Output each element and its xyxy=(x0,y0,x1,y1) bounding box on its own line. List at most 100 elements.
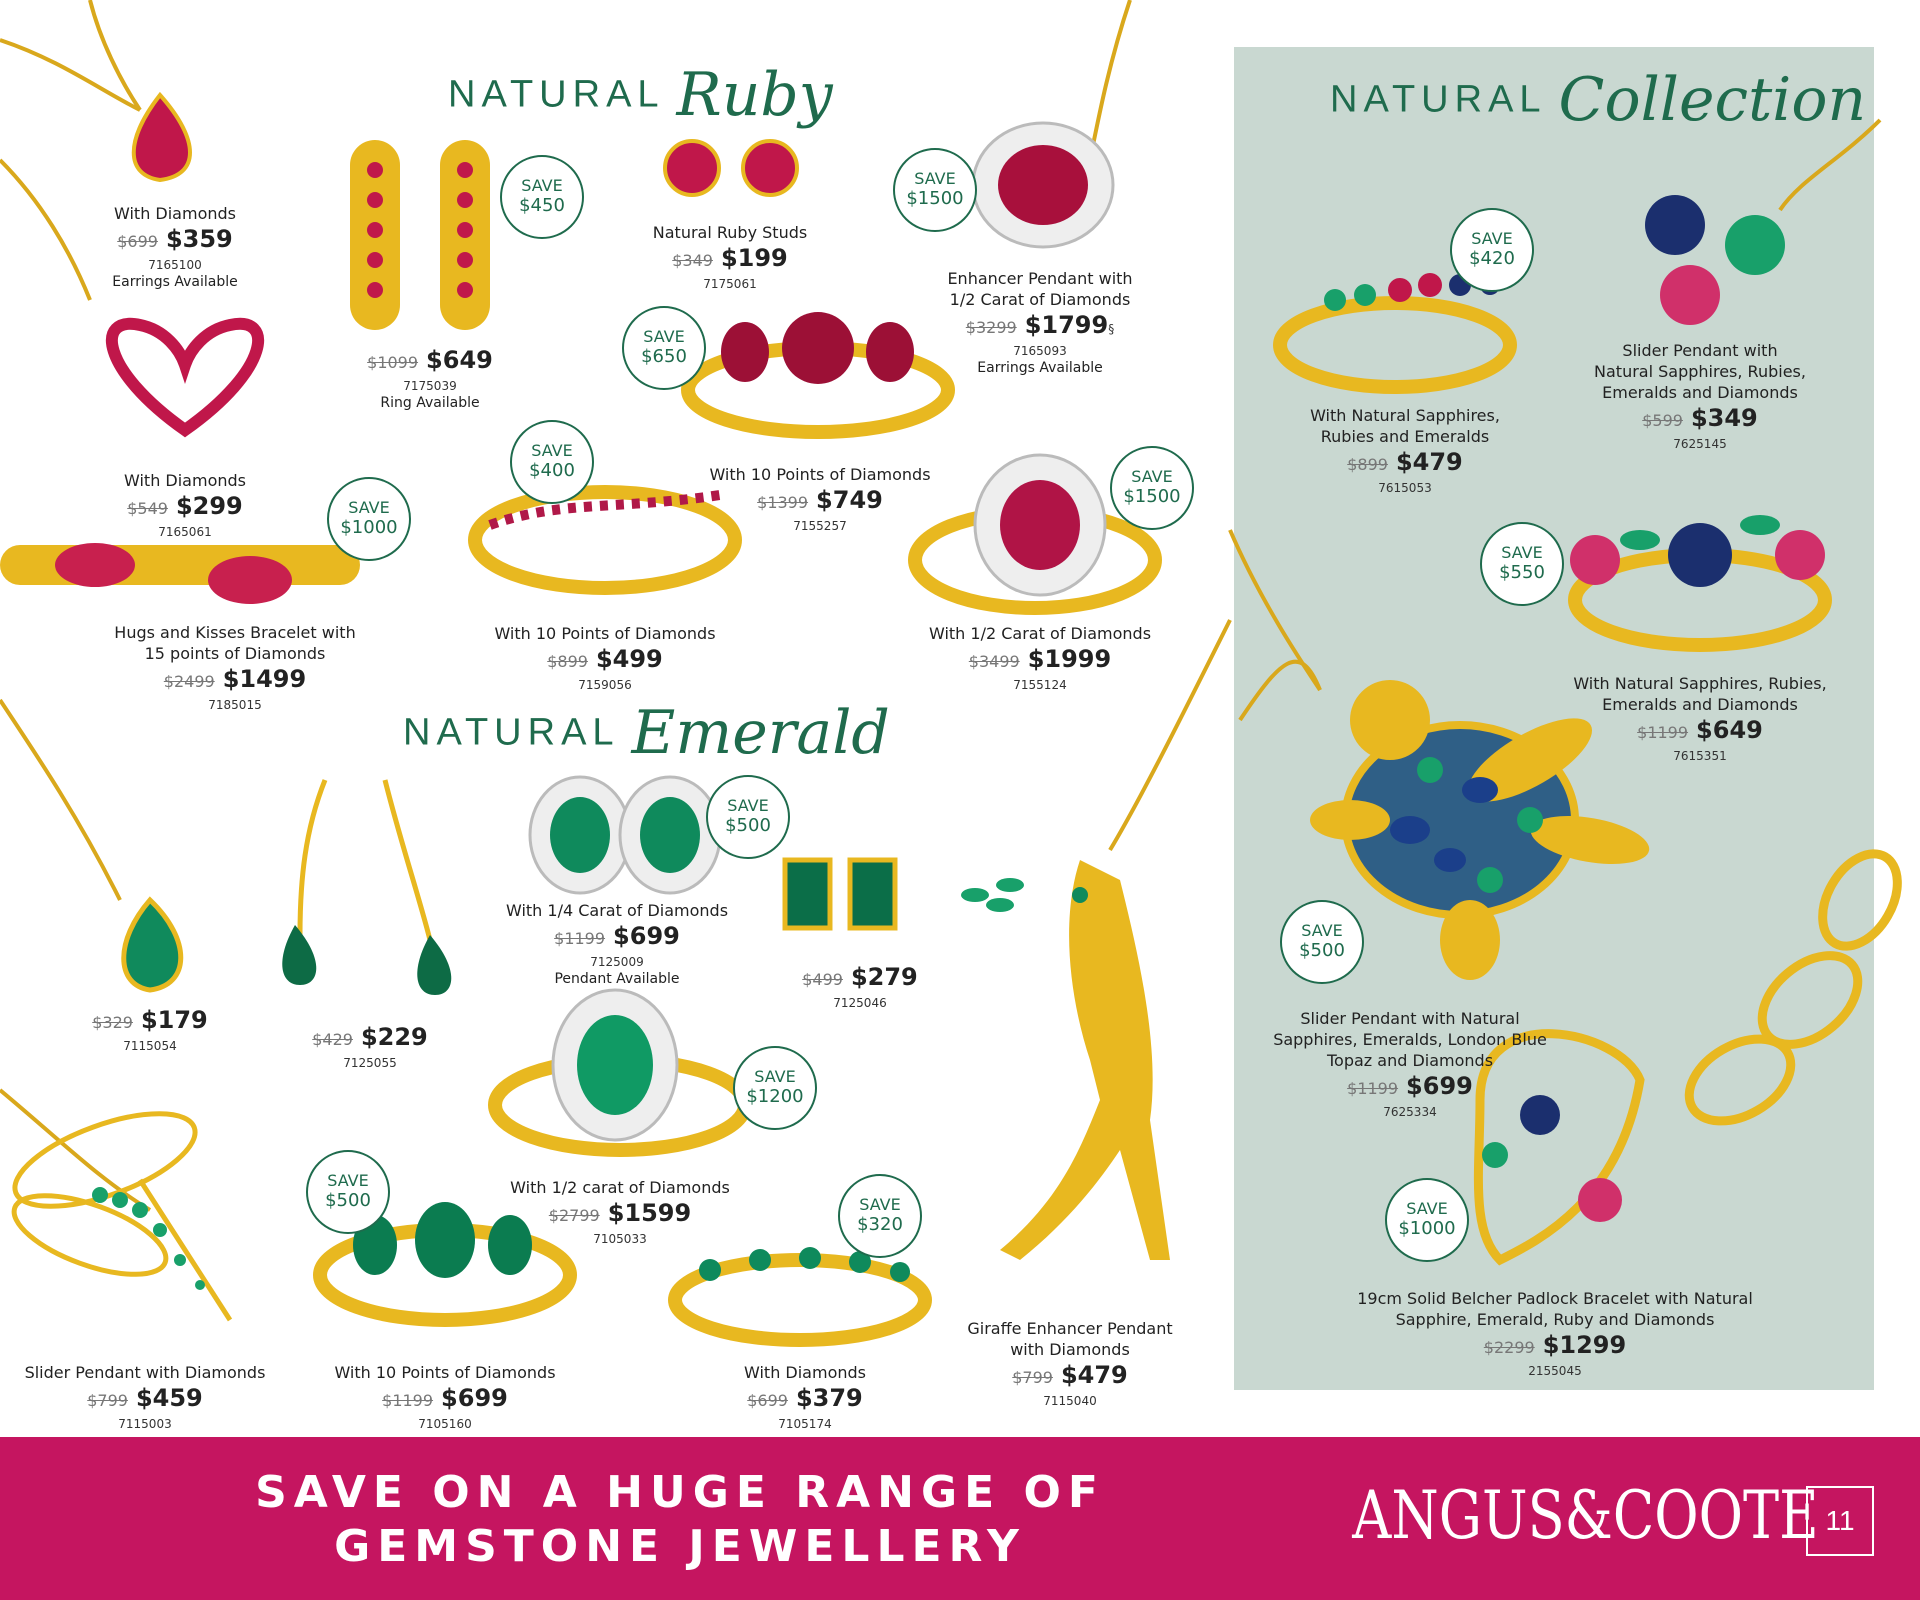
product-name-line2: 15 points of Diamonds xyxy=(144,644,326,663)
giraffe-pendant xyxy=(1000,860,1170,1260)
banner-slogan-line2: GEMSTONE JEWELLERY xyxy=(334,1521,1026,1572)
product-code: 7125055 xyxy=(343,1056,397,1070)
save-badge-emerald-halo-ring: SAVE$1200 xyxy=(733,1046,817,1130)
sale-price: $199 xyxy=(720,244,788,272)
product-ruby-cluster-ring[interactable]: With 1/2 Carat of Diamonds $3499$1999 71… xyxy=(910,623,1170,693)
was-price: $499 xyxy=(802,970,843,989)
sale-price: $499 xyxy=(595,645,663,673)
product-emerald-halo-ring[interactable]: With 1/2 carat of Diamonds $2799$1599 71… xyxy=(490,1177,750,1247)
product-prices: $1199$649 xyxy=(1555,715,1845,748)
sale-price: $1999 xyxy=(1027,645,1112,673)
sale-price: $1599 xyxy=(607,1199,692,1227)
product-code: 7105033 xyxy=(593,1232,647,1246)
product-ruby-wave-ring[interactable]: With 10 Points of Diamonds $899$499 7159… xyxy=(475,623,735,693)
product-note: Pendant Available xyxy=(554,971,680,987)
product-name: Slider Pendant with Diamonds xyxy=(24,1363,266,1382)
product-name-line3: Topaz and Diamonds xyxy=(1326,1051,1494,1070)
sale-price: $459 xyxy=(135,1384,203,1412)
product-name-line2: 1/2 Carat of Diamonds xyxy=(949,290,1131,309)
save-amount: $550 xyxy=(1499,562,1545,583)
product-prices: $2799 $1599 xyxy=(490,1198,750,1231)
product-prices: $499$279 xyxy=(790,962,930,995)
ruby-pear-gem xyxy=(131,91,192,183)
save-badge-ruby-bracelet: SAVE$1000 xyxy=(327,477,411,561)
product-emerald-band[interactable]: With Diamonds $699$379 7105174 xyxy=(700,1362,910,1432)
product-name: With Diamonds xyxy=(744,1363,866,1382)
product-code: 7155257 xyxy=(793,519,847,533)
was-price: $899 xyxy=(547,652,588,671)
product-code: 7175061 xyxy=(703,277,757,291)
chain-ruby-heart xyxy=(0,158,92,301)
was-price: $1199 xyxy=(554,929,606,948)
save-label: SAVE xyxy=(754,1067,796,1086)
save-badge-ruby-wave-ring: SAVE$400 xyxy=(510,420,594,504)
product-ruby-pendant[interactable]: With Diamonds $699$359 7165100 Earrings … xyxy=(85,203,265,291)
product-collection-bracelet[interactable]: 19cm Solid Belcher Padlock Bracelet with… xyxy=(1330,1288,1780,1379)
save-label: SAVE xyxy=(643,327,685,346)
section-title-ruby-caps: NATURAL xyxy=(448,73,665,116)
save-label: SAVE xyxy=(521,176,563,195)
product-emerald-pendant[interactable]: $329$179 7115054 xyxy=(85,1005,215,1054)
product-emerald-halo-studs[interactable]: With 1/4 Carat of Diamonds $1199$699 712… xyxy=(487,900,747,988)
product-emerald-three-stone[interactable]: With 10 Points of Diamonds $1199$699 710… xyxy=(315,1362,575,1432)
product-note: Earrings Available xyxy=(977,360,1103,376)
product-name: With Diamonds xyxy=(114,204,236,223)
product-code: 7625145 xyxy=(1673,437,1727,451)
sale-price: $749 xyxy=(816,486,883,514)
product-code: 7175039 xyxy=(403,379,457,393)
was-price: $2499 xyxy=(163,672,215,691)
product-prices: $3499 $1999 xyxy=(910,644,1170,677)
save-label: SAVE xyxy=(1471,229,1513,248)
product-prices: $799$459 xyxy=(15,1383,275,1416)
product-collection-turtle[interactable]: Slider Pendant with Natural Sapphires, E… xyxy=(1260,1008,1560,1120)
product-code: 7165093 xyxy=(1013,344,1067,358)
product-prices: $329$179 xyxy=(85,1005,215,1038)
save-label: SAVE xyxy=(859,1195,901,1214)
was-price: $799 xyxy=(1012,1368,1053,1387)
save-amount: $1000 xyxy=(340,517,398,538)
was-price: $2299 xyxy=(1483,1338,1535,1357)
banner-slogan-line1: SAVE ON A HUGE RANGE OF xyxy=(255,1467,1105,1518)
save-label: SAVE xyxy=(914,169,956,188)
product-name: With Diamonds xyxy=(124,471,246,490)
product-ruby-bracelet[interactable]: Hugs and Kisses Bracelet with 15 points … xyxy=(90,622,380,713)
product-code: 7105174 xyxy=(778,1417,832,1431)
sale-price: $699 xyxy=(613,922,680,950)
save-amount: $400 xyxy=(529,460,575,481)
sale-price: $649 xyxy=(1696,716,1763,744)
brand-logo: ANGUS&COOTE xyxy=(1352,1477,1819,1554)
was-price: $3499 xyxy=(968,652,1020,671)
product-ruby-three-stone[interactable]: With 10 Points of Diamonds $1399$749 715… xyxy=(690,464,950,534)
product-emerald-drops[interactable]: $429$229 7125055 xyxy=(300,1022,440,1071)
ruby-bracelet-band xyxy=(0,545,360,585)
product-code: 7125046 xyxy=(833,996,887,1010)
sale-price: $699 xyxy=(1406,1072,1473,1100)
save-label: SAVE xyxy=(1301,921,1343,940)
product-ruby-enhancer[interactable]: Enhancer Pendant with 1/2 Carat of Diamo… xyxy=(925,268,1155,377)
product-name-line1: With Natural Sapphires, xyxy=(1310,406,1500,425)
chain-turtle-2 xyxy=(1228,529,1322,692)
product-collection-slider[interactable]: Slider Pendant with Natural Sapphires, R… xyxy=(1570,340,1830,452)
ruby-wave-band xyxy=(468,485,742,595)
product-prices: $599$349 xyxy=(1570,403,1830,436)
save-badge-emerald-band: SAVE$320 xyxy=(838,1174,922,1258)
product-emerald-studs[interactable]: $499$279 7125046 xyxy=(790,962,930,1011)
sale-price: $179 xyxy=(140,1006,208,1034)
save-label: SAVE xyxy=(1501,543,1543,562)
product-prices: $1099$649 xyxy=(340,345,520,378)
sale-price: $359 xyxy=(165,225,233,253)
product-name-line1: Enhancer Pendant with xyxy=(947,269,1133,288)
product-ruby-heart[interactable]: With Diamonds $549$299 7165061 xyxy=(95,470,275,540)
was-price: $2799 xyxy=(548,1206,600,1225)
product-collection-ring[interactable]: With Natural Sapphires, Rubies and Emera… xyxy=(1290,405,1520,496)
save-amount: $500 xyxy=(325,1190,371,1211)
product-emerald-dragonfly[interactable]: Slider Pendant with Diamonds $799$459 71… xyxy=(15,1362,275,1432)
emerald-stud-left xyxy=(782,857,833,931)
product-collection-flower-ring[interactable]: With Natural Sapphires, Rubies, Emeralds… xyxy=(1555,673,1845,764)
product-prices: $2299$1299 xyxy=(1330,1330,1780,1363)
product-ruby-earrings[interactable]: $1099$649 7175039 Ring Available xyxy=(340,345,520,412)
product-ruby-studs[interactable]: Natural Ruby Studs $349$199 7175061 xyxy=(620,222,840,292)
product-code: 7105160 xyxy=(418,1417,472,1431)
product-emerald-giraffe[interactable]: Giraffe Enhancer Pendant with Diamonds $… xyxy=(950,1318,1190,1409)
